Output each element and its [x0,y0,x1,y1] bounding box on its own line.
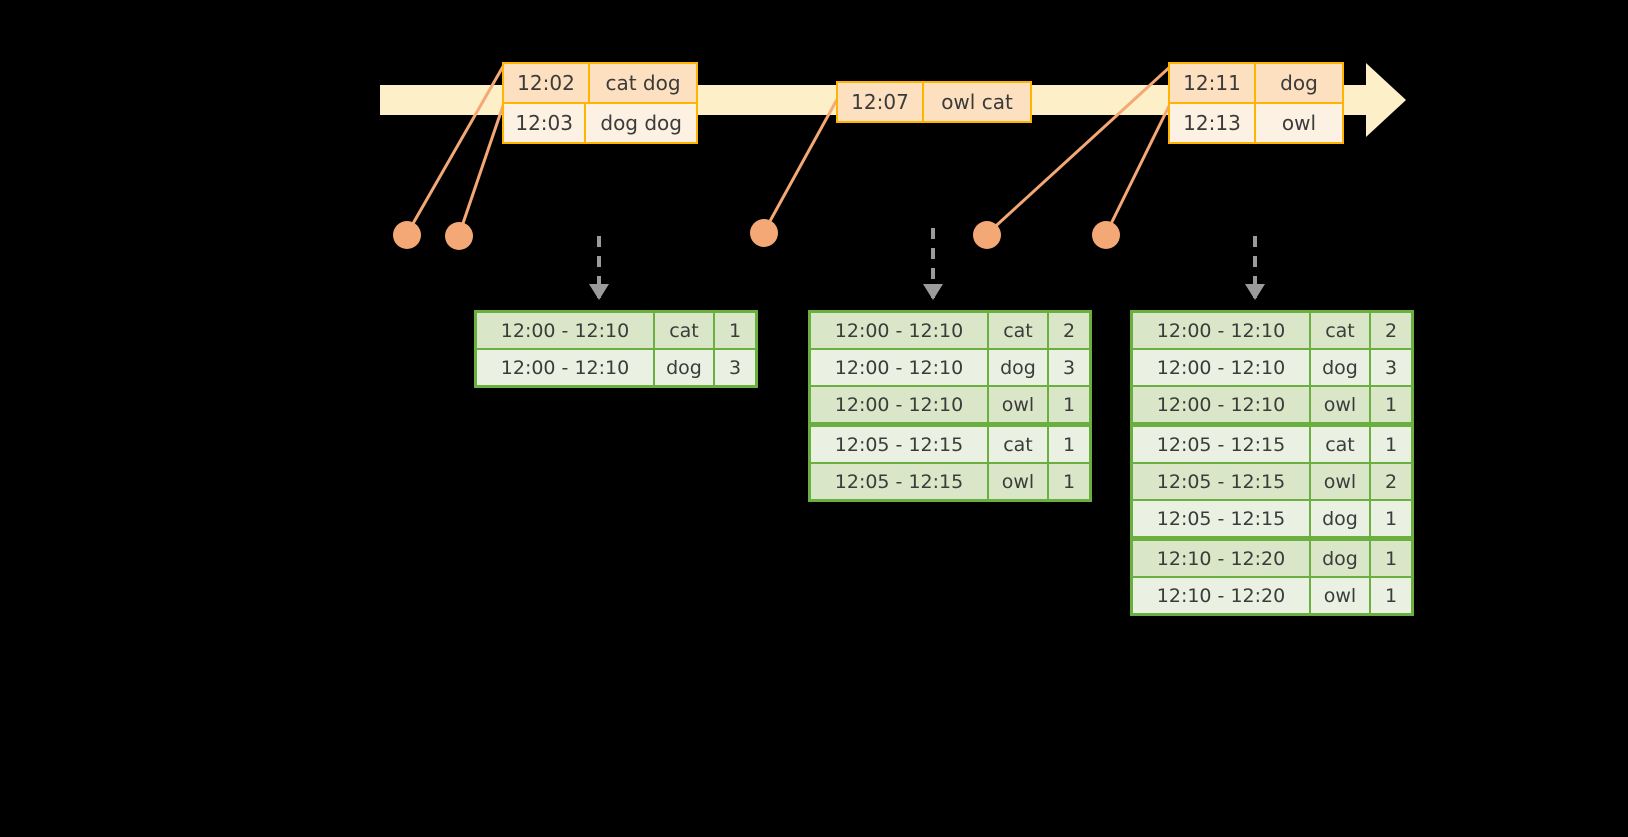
count-cell: 2 [1049,313,1089,348]
count-cell: 3 [1049,350,1089,385]
count-cell: 1 [1049,464,1089,499]
event-group-2[interactable]: 12:07 owl cat [836,81,1032,123]
connector-dot-2 [445,222,473,250]
event-row: 12:03 dog dog [504,102,696,142]
key-cell: cat [989,427,1047,462]
event-time: 12:02 [504,64,590,102]
connector-dot-5 [1092,221,1120,249]
event-time: 12:03 [504,104,587,142]
window-cell: 12:05 - 12:15 [1133,427,1309,462]
count-cell: 3 [1371,350,1411,385]
connector-dot-3 [750,219,778,247]
key-cell: cat [1311,427,1369,462]
count-cell: 1 [715,313,755,348]
event-words: owl cat [941,90,1013,114]
count-cell: 2 [1371,464,1411,499]
count-cell: 2 [1371,313,1411,348]
count-cell: 1 [1371,387,1411,422]
event-row: 12:02 cat dog [504,64,696,102]
event-time: 12:07 [838,83,924,121]
key-cell: owl [1311,464,1369,499]
window-cell: 12:05 - 12:15 [811,427,987,462]
window-cell: 12:00 - 12:10 [811,350,987,385]
dashed-arrow-3-icon [1245,236,1265,300]
count-cell: 1 [1049,427,1089,462]
event-group-1[interactable]: 12:02 cat dog 12:03 dog dog [502,62,698,144]
event-row: 12:11 dog [1170,64,1342,102]
key-cell: cat [1311,313,1369,348]
event-words: dog [1280,71,1318,95]
event-row: 12:13 owl [1170,102,1342,142]
count-cell: 1 [1371,501,1411,536]
window-cell: 12:05 - 12:15 [1133,464,1309,499]
key-cell: dog [655,350,713,385]
count-cell: 1 [1371,541,1411,576]
event-group-3[interactable]: 12:11 dog 12:13 owl [1168,62,1344,144]
key-cell: cat [655,313,713,348]
event-time: 12:13 [1170,104,1256,142]
key-cell: cat [989,313,1047,348]
timeline-arrow-stem [1340,85,1370,115]
key-cell: dog [989,350,1047,385]
count-cell: 1 [1371,578,1411,613]
count-cell: 1 [1371,427,1411,462]
window-cell: 12:05 - 12:15 [811,464,987,499]
dashed-arrow-1-icon [589,236,609,300]
timeline-arrow-head-icon [1366,63,1406,137]
connector-dot-4 [973,221,1001,249]
key-cell: owl [1311,387,1369,422]
window-cell: 12:05 - 12:15 [1133,501,1309,536]
window-cell: 12:00 - 12:10 [1133,350,1309,385]
window-cell: 12:00 - 12:10 [811,313,987,348]
key-cell: dog [1311,501,1369,536]
key-cell: owl [1311,578,1369,613]
count-cell: 1 [1049,387,1089,422]
dashed-arrow-2-icon [923,228,943,300]
event-words: dog dog [600,111,682,135]
window-cell: 12:10 - 12:20 [1133,541,1309,576]
key-cell: dog [1311,541,1369,576]
key-cell: owl [989,387,1047,422]
window-cell: 12:00 - 12:10 [477,313,653,348]
count-cell: 3 [715,350,755,385]
window-cell: 12:10 - 12:20 [1133,578,1309,613]
key-cell: dog [1311,350,1369,385]
key-cell: owl [989,464,1047,499]
window-cell: 12:00 - 12:10 [477,350,653,385]
event-words: cat dog [605,71,681,95]
event-time: 12:11 [1170,64,1256,102]
event-row: 12:07 owl cat [838,83,1030,121]
event-words: owl [1281,111,1317,135]
window-cell: 12:00 - 12:10 [811,387,987,422]
window-cell: 12:00 - 12:10 [1133,313,1309,348]
window-cell: 12:00 - 12:10 [1133,387,1309,422]
connector-dot-1 [393,221,421,249]
